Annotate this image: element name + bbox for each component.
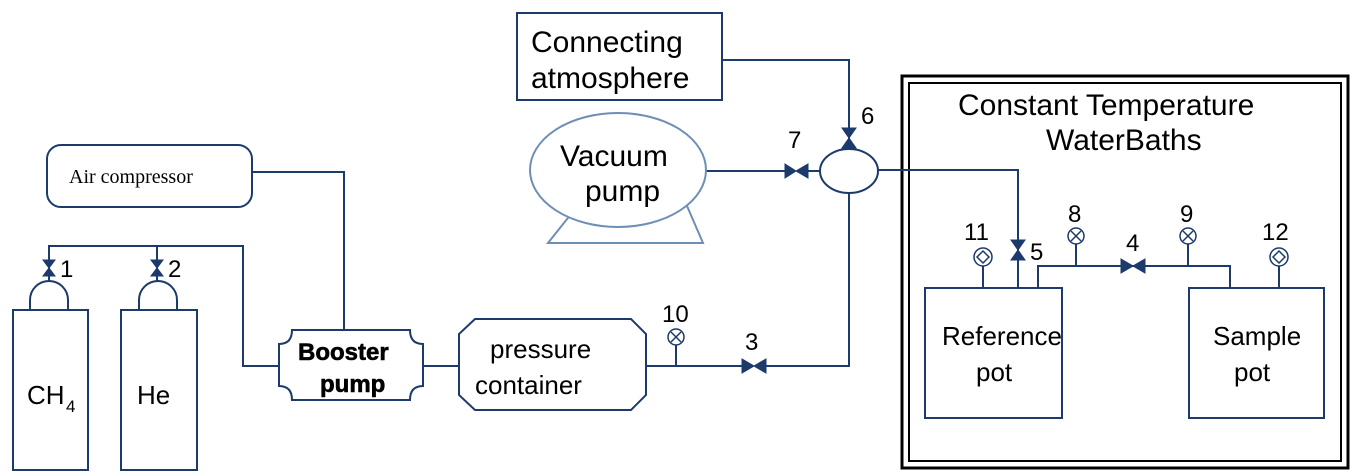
connecting-atmosphere-label-line1: Connecting — [531, 26, 683, 59]
gauge-11-number: 11 — [964, 219, 989, 246]
junction-chamber — [819, 148, 879, 194]
air-compressor-box — [46, 144, 253, 208]
pressure-container — [458, 318, 647, 411]
valve-5-number: 5 — [1030, 239, 1043, 266]
gauge-9-number: 9 — [1180, 201, 1193, 228]
water-bath-label-line2: WaterBaths — [1046, 124, 1202, 157]
he-label: He — [137, 380, 170, 410]
pressure-container-label-line1: pressure — [490, 334, 591, 364]
booster-pump-label-line1: Booster — [298, 339, 389, 366]
he-cylinder — [120, 280, 198, 471]
valve-4-number: 4 — [1126, 230, 1139, 257]
pressure-container-label-line2: container — [475, 370, 582, 400]
connecting-atmosphere-box — [516, 12, 723, 101]
valve-3-number: 3 — [745, 329, 758, 356]
reference-pot-label-line2: pot — [976, 357, 1013, 387]
gauge-8-number: 8 — [1068, 201, 1081, 228]
valve-1-number: 1 — [60, 256, 73, 283]
gauge-12-number: 12 — [1262, 219, 1289, 246]
water-bath-enclosure — [900, 74, 1350, 470]
valve-6-icon — [841, 127, 857, 149]
gauge-8-icon — [1067, 227, 1085, 245]
vacuum-pump — [529, 112, 707, 244]
valve-6-number: 6 — [861, 103, 874, 130]
sample-pot — [1188, 287, 1325, 419]
sample-pot-label-line2: pot — [1234, 357, 1271, 387]
ch4-cylinder — [12, 280, 89, 471]
vacuum-pump-label-line2: pump — [585, 175, 660, 208]
air-compressor-label: Air compressor — [69, 166, 193, 188]
valve-2-number: 2 — [168, 256, 181, 283]
reference-pot-label-line1: Reference — [942, 321, 1062, 351]
booster-pump-label-line2: pump — [320, 371, 385, 398]
gauge-10-number: 10 — [662, 301, 689, 328]
gauge-10-icon — [667, 328, 685, 346]
valve-4-icon — [1120, 258, 1146, 274]
valve-1-icon — [42, 259, 56, 277]
vacuum-pump-label-line1: Vacuum — [560, 140, 668, 173]
valve-7-number: 7 — [788, 127, 801, 154]
water-bath-label-line1: Constant Temperature — [958, 89, 1254, 122]
sample-pot-label-line1: Sample — [1213, 321, 1301, 351]
ch4-label: CH — [27, 380, 65, 410]
gauge-12-icon — [1269, 247, 1289, 267]
valve-5-icon — [1010, 239, 1026, 261]
valve-3-icon — [741, 358, 767, 374]
connecting-atmosphere-label-line2: atmosphere — [531, 62, 689, 95]
gauge-9-icon — [1179, 227, 1197, 245]
booster-pump — [278, 329, 424, 401]
valve-7-icon — [784, 163, 809, 179]
ch4-subscript: 4 — [66, 397, 75, 416]
gauge-11-icon — [973, 247, 993, 267]
valve-2-icon — [150, 259, 164, 277]
reference-pot — [924, 287, 1063, 419]
